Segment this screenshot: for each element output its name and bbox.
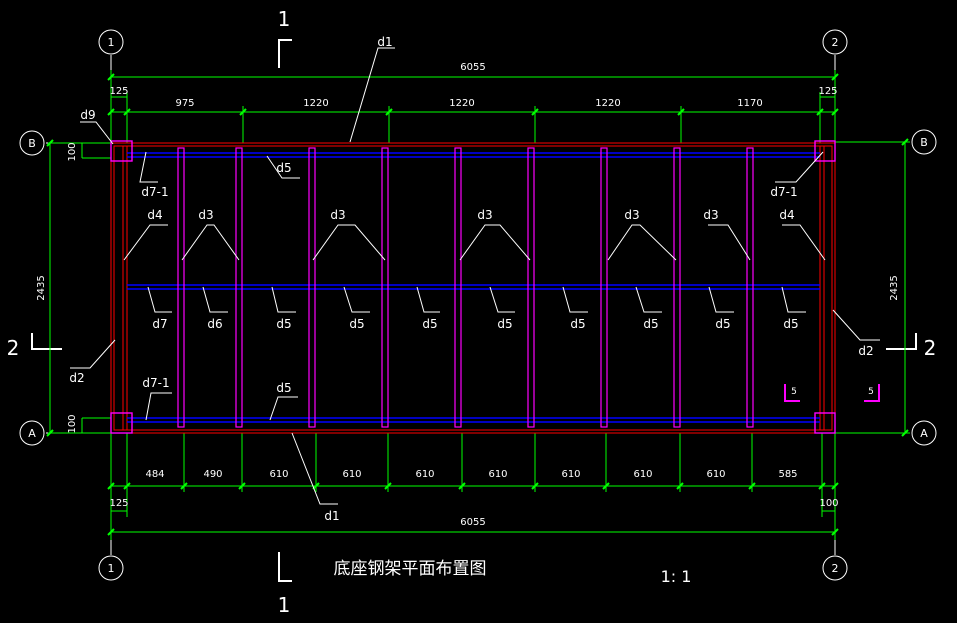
section-mark-1-bottom [278,552,292,582]
corner-plates [110,140,836,434]
tag-d2-right: d2 [858,344,873,358]
tag-d5: d5 [276,317,291,331]
section-number-top: 1 [278,7,291,31]
grid-bubble-right-b: B [911,129,937,155]
tag-d1-bottom: d1 [324,509,339,523]
drawing-scale: 1: 1 [661,567,692,586]
grid-bubble-left-b: B [19,130,45,156]
section-number-left: 2 [7,336,20,360]
axis-label: B [920,136,928,149]
axis-label: 2 [832,36,839,49]
tag-d6: d6 [207,317,222,331]
dim-bottom-seg: 610 [561,469,580,480]
longitudinal-beams [127,152,820,423]
axis-label: 2 [832,562,839,575]
dimension-lines [48,70,910,540]
tag-d1-top: d1 [377,35,392,49]
dim-edge-top-right: 125 [818,86,837,97]
dim-overall-bottom: 6055 [460,517,485,528]
tag-d4-right: d4 [779,208,794,222]
dim-overall-right: 2435 [889,275,900,300]
tag-d5: d5 [783,317,798,331]
detail-number: 5 [791,387,797,397]
tag-d4-left: d4 [147,208,162,222]
axis-label: A [920,427,928,440]
axis-label: 1 [108,562,115,575]
grid-axis-lines [46,55,910,555]
tag-d9: d9 [80,108,95,122]
dim-top-seg: 1220 [449,98,474,109]
dim-overall-top: 6055 [460,62,485,73]
section-number-right: 2 [924,336,937,360]
dim-bottom-seg: 490 [203,469,222,480]
axis-label: 1 [108,36,115,49]
section-mark-2-left [31,333,62,350]
dim-bottom-seg: 610 [706,469,725,480]
outer-frame [110,142,836,434]
tag-d7-1-top-right: d7-1 [770,185,797,199]
dim-edge-top-left: 125 [109,86,128,97]
tag-d5: d5 [570,317,585,331]
tag-d5: d5 [715,317,730,331]
tag-d5: d5 [497,317,512,331]
tag-d3: d3 [198,208,213,222]
detail-mark-5-right: 5 [864,384,880,402]
dim-edge-bottom-right: 100 [819,498,838,509]
grid-bubble-right-a: A [911,420,937,446]
grid-bubble-bottom-left: 1 [98,555,124,581]
tag-d3: d3 [624,208,639,222]
dim-edge-left-bottom: 100 [67,414,78,433]
tag-d7-1-bottom: d7-1 [142,376,169,390]
dim-top-seg: 1220 [303,98,328,109]
dimension-ticks [46,73,909,536]
dim-bottom-seg: 484 [145,469,164,480]
detail-number: 5 [868,387,874,397]
tag-d7-1-top-left: d7-1 [141,185,168,199]
axis-label: A [28,427,36,440]
tag-d5: d5 [349,317,364,331]
section-mark-2-right [886,333,917,350]
axis-label: B [28,137,36,150]
dim-edge-bottom-left: 125 [109,498,128,509]
leader-lines [70,47,880,505]
tag-d5: d5 [643,317,658,331]
section-mark-1-top [278,39,292,68]
tag-d5-bottom: d5 [276,381,291,395]
grid-bubble-top-left: 1 [98,29,124,55]
dim-bottom-seg: 610 [415,469,434,480]
dim-bottom-seg: 610 [488,469,507,480]
member-tags: d1 d1 d9 d7-1 d7-1 d5 d4 d4 d3 d3 d3 d3 … [69,35,873,523]
grid-bubble-left-a: A [19,420,45,446]
tag-d3: d3 [477,208,492,222]
tag-d2-left: d2 [69,371,84,385]
dim-top-seg: 1170 [737,98,762,109]
dimension-text: 6055 125 125 975 1220 1220 1220 1170 484… [36,62,900,528]
dim-edge-left-top: 100 [67,142,78,161]
grid-bubble-top-right: 2 [822,29,848,55]
drawing-title: 底座钢架平面布置图 [334,559,487,579]
dim-overall-left: 2435 [36,275,47,300]
dim-bottom-seg: 610 [342,469,361,480]
dim-top-seg: 1220 [595,98,620,109]
grid-bubble-bottom-right: 2 [822,555,848,581]
tag-d3: d3 [330,208,345,222]
tag-d5: d5 [276,161,291,175]
tag-d5: d5 [422,317,437,331]
section-number-bottom: 1 [278,593,291,617]
dim-bottom-seg: 610 [633,469,652,480]
tag-d7: d7 [152,317,167,331]
dim-top-seg: 975 [175,98,194,109]
cross-members [177,147,754,428]
dim-bottom-seg: 610 [269,469,288,480]
dim-bottom-seg: 585 [778,469,797,480]
tag-d3: d3 [703,208,718,222]
detail-mark-5-left: 5 [784,384,800,402]
